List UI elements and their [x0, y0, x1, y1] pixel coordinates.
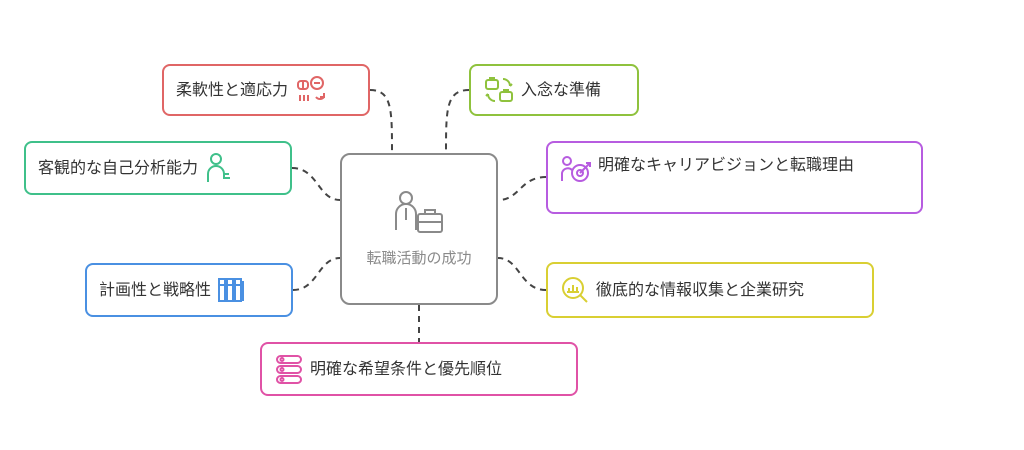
node-career-vision-label: 明確なキャリアビジョンと転職理由 — [598, 155, 855, 174]
node-preparation: 入念な準備 — [469, 64, 639, 116]
center-title: 転職活動の成功 — [366, 249, 472, 267]
node-preparation-label: 入念な準備 — [521, 80, 602, 99]
node-self-analysis-label: 客観的な自己分析能力 — [38, 158, 199, 177]
connector-research — [497, 257, 547, 291]
center-node: 転職活動の成功 — [340, 153, 498, 305]
person-think-icon — [204, 152, 234, 184]
node-flexibility: 柔軟性と適応力 — [162, 64, 370, 116]
node-self-analysis: 客観的な自己分析能力 — [24, 141, 292, 195]
target-icon — [560, 155, 592, 185]
connector-self — [291, 167, 341, 201]
node-planning-label: 計画性と戦略性 — [99, 280, 212, 299]
briefcase-swap-icon — [483, 75, 515, 105]
books-icon — [217, 276, 247, 304]
adapt-icon — [294, 75, 328, 105]
connector-plan — [292, 257, 341, 291]
node-flexibility-label: 柔軟性と適応力 — [176, 80, 289, 99]
magnify-chart-icon — [560, 275, 590, 305]
node-research: 徹底的な情報収集と企業研究 — [546, 262, 874, 318]
connector-vision — [497, 176, 547, 201]
connector-flex — [369, 89, 393, 154]
person-briefcase-icon — [390, 190, 448, 242]
node-career-vision: 明確なキャリアビジョンと転職理由 — [546, 141, 923, 214]
node-planning: 計画性と戦略性 — [85, 263, 293, 317]
node-research-label: 徹底的な情報収集と企業研究 — [596, 280, 805, 299]
connector-prep — [445, 89, 470, 154]
list-toggle-icon — [274, 353, 304, 385]
node-conditions-label: 明確な希望条件と優先順位 — [310, 359, 503, 378]
node-conditions: 明確な希望条件と優先順位 — [260, 342, 578, 396]
